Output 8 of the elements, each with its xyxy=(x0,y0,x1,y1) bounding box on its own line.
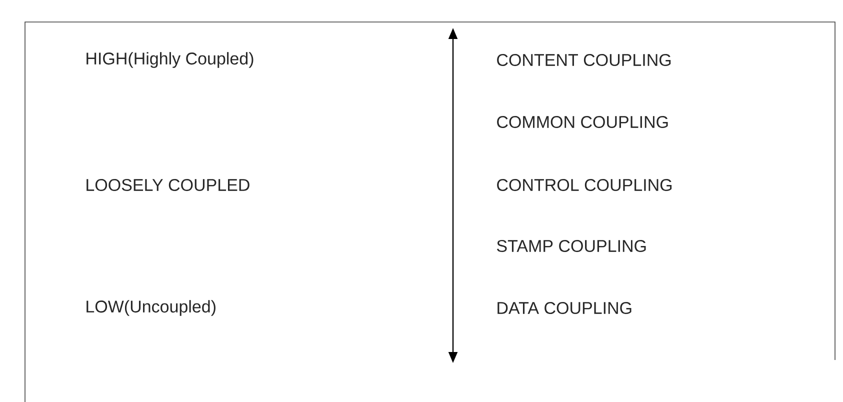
scale-label: DATA COUPLING xyxy=(498,302,632,314)
scale-label: LOW(Uncoupled) xyxy=(86,300,216,316)
scale-label: COMMON COUPLING xyxy=(497,116,668,128)
scale-label: LOOSELY COUPLED xyxy=(86,178,250,192)
scale-label: CONTENT COUPLING xyxy=(497,54,671,66)
scale-label: HIGH(Highly Coupled) xyxy=(86,52,254,68)
scale-label: STAMP COUPLING xyxy=(496,240,646,252)
scale-label: CONTROL COUPLING xyxy=(497,178,672,192)
